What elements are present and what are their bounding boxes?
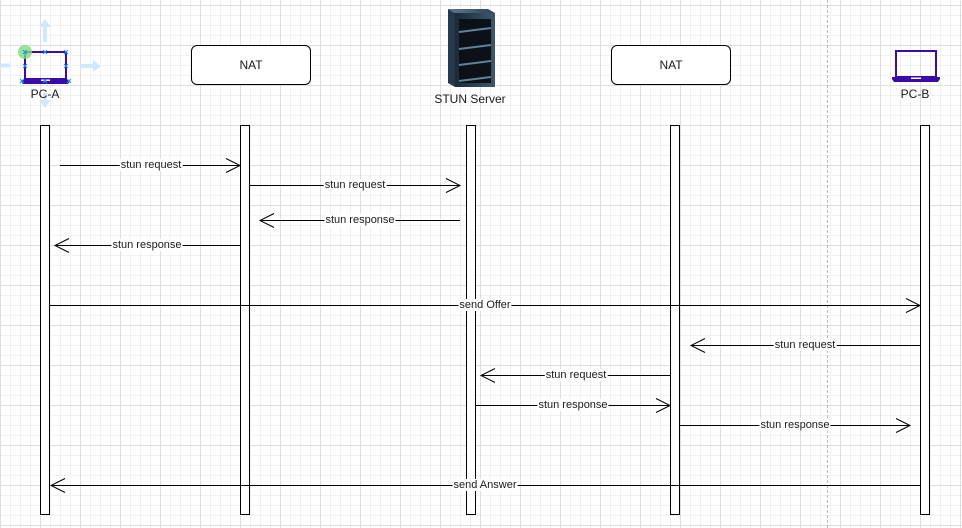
message-label[interactable]: stun request — [323, 179, 387, 191]
arrowhead-icon — [53, 238, 70, 253]
selection-handles-icon — [19, 49, 72, 84]
message-label[interactable]: stun response — [324, 214, 396, 226]
arrowhead-icon — [905, 298, 922, 313]
participant-label-nat-2: NAT — [659, 58, 683, 72]
lifeline-nat-1[interactable] — [240, 125, 250, 515]
lifeline-stun[interactable] — [466, 125, 476, 515]
participant-label-nat-1: NAT — [239, 58, 263, 72]
server-rack-icon — [448, 9, 495, 87]
message-label[interactable]: stun request — [544, 369, 608, 381]
participant-nat-2[interactable]: NAT — [611, 45, 731, 85]
arrowhead-icon — [49, 478, 66, 493]
message-label[interactable]: stun response — [759, 419, 831, 431]
participant-label-stun: STUN Server — [434, 92, 506, 106]
lifeline-pc-a[interactable] — [40, 125, 50, 515]
participant-pc-a[interactable] — [0, 15, 101, 110]
arrowhead-icon — [479, 368, 496, 383]
message-label[interactable]: send Answer — [452, 479, 518, 491]
message-label[interactable]: stun response — [537, 399, 609, 411]
participant-nat-1[interactable]: NAT — [191, 45, 311, 85]
arrowhead-icon — [445, 178, 462, 193]
arrowhead-icon — [655, 398, 672, 413]
participant-label-pc-a: PC-A — [30, 87, 60, 101]
arrowhead-icon — [689, 338, 706, 353]
laptop-icon[interactable] — [0, 15, 101, 110]
laptop-icon — [892, 50, 940, 82]
lifeline-nat-2[interactable] — [670, 125, 680, 515]
participant-stun[interactable] — [443, 5, 498, 87]
message-label[interactable]: stun response — [111, 239, 183, 251]
participant-pc-b[interactable] — [890, 48, 942, 82]
message-label[interactable]: stun request — [119, 159, 183, 171]
message-label[interactable]: stun request — [773, 339, 837, 351]
arrowhead-icon — [258, 213, 275, 228]
arrowhead-icon — [225, 158, 242, 173]
connect-arrows-icon — [0, 19, 101, 108]
page-break-line — [827, 0, 828, 528]
arrowhead-icon — [895, 418, 912, 433]
message-label[interactable]: send Offer — [458, 299, 512, 311]
participant-label-pc-b: PC-B — [900, 87, 930, 101]
lifeline-pc-b[interactable] — [920, 125, 930, 515]
